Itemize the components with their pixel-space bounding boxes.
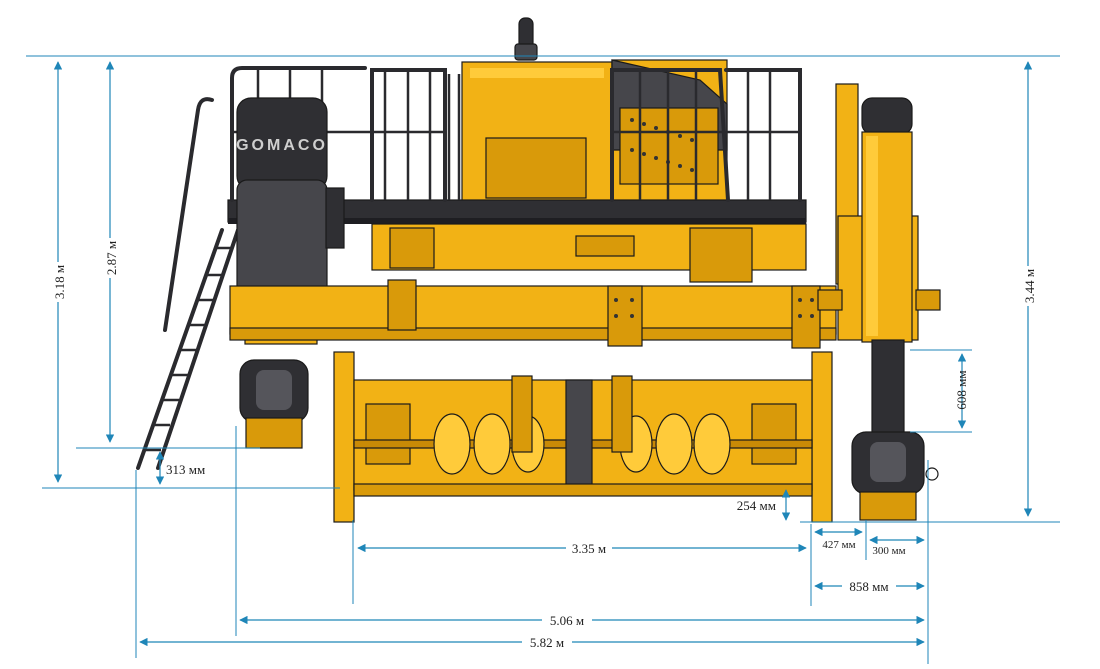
right-leg-column xyxy=(817,83,941,439)
handrails xyxy=(230,66,802,202)
dim-right-gap: 427 мм xyxy=(822,539,855,551)
exhaust-stack xyxy=(514,17,538,61)
engine-hood xyxy=(461,59,728,213)
dim-overall-height: 3.44 м xyxy=(1022,269,1037,303)
auger-spreader xyxy=(333,351,833,523)
access-ladder xyxy=(136,97,240,470)
dim-auger-width: 3.35 м xyxy=(572,541,606,556)
dim-height-to-top: 3.18 м xyxy=(52,265,67,299)
dim-right-track-offset: 858 мм xyxy=(849,579,888,594)
dim-leg-extension: 608 мм xyxy=(954,370,969,409)
left-track xyxy=(239,359,309,449)
main-frame xyxy=(229,223,837,349)
right-track xyxy=(851,431,939,521)
dim-ground-clearance: 313 мм xyxy=(166,462,205,477)
dim-track-pad-width: 300 мм xyxy=(872,545,905,557)
dimension-lines: 3.18 м 2.87 м 3.44 м 313 мм 608 мм 254 м… xyxy=(26,55,1060,664)
brand-logo: GOMACO xyxy=(236,137,328,154)
dim-auger-clearance: 254 мм xyxy=(737,498,776,513)
dim-height-to-rail: 2.87 м xyxy=(104,241,119,275)
paver-machine: GOMACO xyxy=(136,17,941,523)
platform-deck xyxy=(227,199,807,224)
dim-track-width: 5.06 м xyxy=(550,613,584,628)
dim-total-width: 5.82 м xyxy=(530,635,564,650)
